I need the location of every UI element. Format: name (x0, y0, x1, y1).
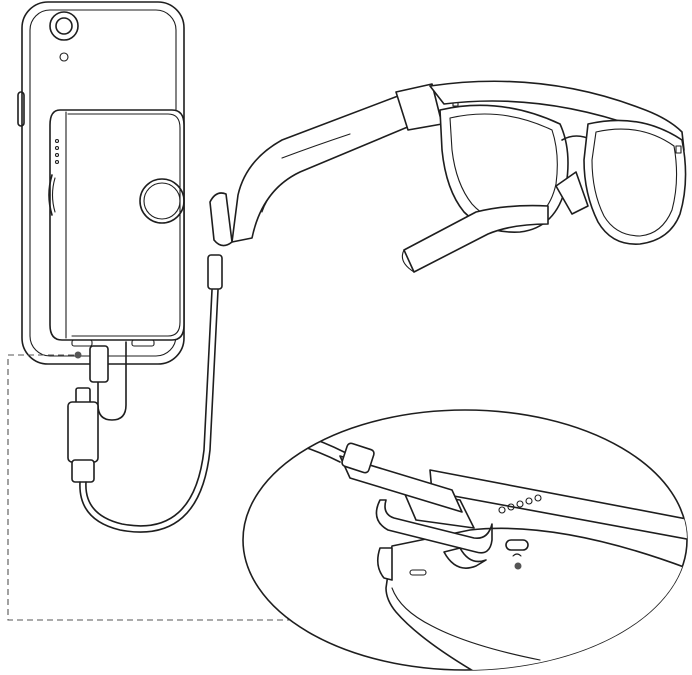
detail-adapter-lip (376, 547, 393, 581)
glasses-plug (207, 254, 223, 290)
speaker-hole (507, 503, 515, 511)
speaker-hole (534, 494, 542, 502)
detail-cable-bend (443, 547, 487, 569)
speaker-hole (516, 500, 524, 508)
cable-line-inner (85, 289, 213, 527)
magnetic-ring-icon (139, 178, 185, 224)
detail-strain-relief (341, 442, 375, 474)
right-lens (583, 119, 687, 245)
detail-power-bank-edge (391, 587, 541, 661)
adapter-plug (89, 345, 109, 383)
magnetic-ring-inner (143, 182, 181, 220)
phone-side-button (17, 91, 25, 127)
callout-dot-detail (514, 562, 522, 570)
detail-indicator-slot (409, 569, 427, 576)
power-bank-body (49, 109, 185, 341)
led-dot (54, 145, 60, 151)
frame-mark (675, 145, 682, 154)
left-lens (439, 104, 569, 233)
magnified-detail (242, 409, 688, 671)
cable-line (79, 289, 219, 533)
port-label-mark (512, 553, 522, 557)
power-bank-port-right (131, 339, 155, 347)
callout-dashed-line (7, 354, 519, 621)
ar-glasses (209, 80, 687, 273)
led-dot (54, 159, 60, 165)
usb-c-port-icon (505, 539, 529, 551)
right-temple-arm (403, 204, 549, 273)
led-dot (54, 138, 60, 144)
cable-plug-housing (67, 401, 99, 463)
temple-end (401, 249, 415, 273)
led-dot (54, 152, 60, 158)
camera-lens-icon (49, 11, 79, 41)
detail-adapter-loop (375, 499, 493, 554)
cable-strain-relief (71, 459, 95, 483)
callout-leader (7, 351, 519, 621)
magnetic-power-bank (48, 109, 185, 347)
usb-c-cable-assembly (67, 254, 223, 533)
flash-icon (59, 52, 69, 62)
detail-plug-housing (339, 455, 463, 513)
power-bank-grip (48, 174, 53, 216)
power-bank-front-face (67, 113, 181, 337)
speaker-hole (498, 506, 506, 514)
right-lens-inner (591, 128, 678, 237)
left-temple-arm (231, 95, 411, 243)
nose-pad (555, 171, 589, 215)
camera-lens-inner (55, 17, 73, 35)
temple-detail (261, 173, 297, 213)
temple-tip (209, 192, 233, 247)
callout-dot-phone (74, 351, 82, 359)
speaker-hole (525, 497, 533, 505)
temple-detail (281, 133, 351, 159)
power-bank-port-left (71, 339, 93, 347)
power-bank-grip-inner (51, 177, 56, 213)
